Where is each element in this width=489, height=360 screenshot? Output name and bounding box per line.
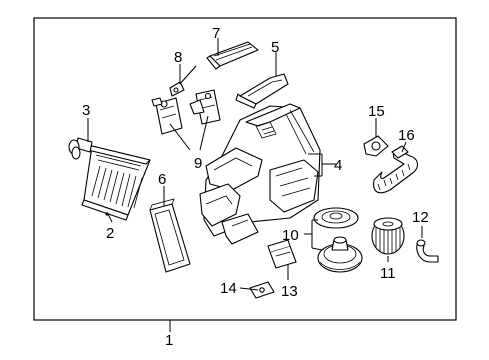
callout-7: 7 (212, 25, 220, 42)
blower-wheel (371, 217, 405, 255)
blower-motor (317, 236, 363, 273)
cabin-filter (206, 41, 259, 70)
heater-core (68, 137, 151, 221)
callout-2: 2 (106, 225, 114, 242)
callout-5: 5 (271, 39, 279, 56)
vent-duct (235, 73, 289, 109)
blower-resistor (267, 239, 297, 269)
callout-1: 1 (165, 332, 173, 349)
diagram-frame (33, 17, 457, 321)
callout-4: 4 (334, 157, 342, 174)
callout-14: 14 (220, 280, 237, 297)
callout-16: 16 (398, 127, 415, 144)
mounting-bracket (249, 281, 275, 299)
callout-10: 10 (282, 227, 299, 244)
callout-12: 12 (412, 209, 429, 226)
callout-6: 6 (158, 171, 166, 188)
callout-3: 3 (82, 102, 90, 119)
aspirator-hose (416, 239, 439, 263)
callout-8: 8 (174, 49, 182, 66)
actuator-right (189, 89, 221, 125)
blower-motor-plate (313, 207, 359, 229)
callout-11: 11 (380, 265, 396, 282)
callout-9: 9 (194, 155, 202, 172)
grommet (363, 135, 389, 157)
actuator-left (151, 97, 183, 135)
link-rod (169, 65, 197, 97)
drain-hose (373, 145, 419, 194)
callout-13: 13 (281, 283, 298, 300)
callout-15: 15 (368, 103, 385, 120)
leader-lines (87, 38, 423, 291)
hvac-housing (199, 103, 321, 245)
seal-frame (149, 198, 191, 273)
callout-labels: 1 2 3 4 5 6 7 8 9 10 11 12 13 14 15 16 (82, 25, 429, 349)
